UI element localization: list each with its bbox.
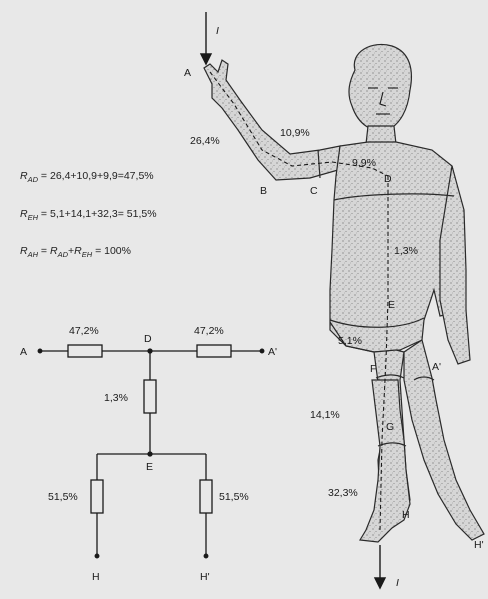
label-node-e: E	[146, 461, 153, 473]
label-node-d: D	[144, 333, 152, 345]
label-point-h-prime: H'	[474, 539, 484, 551]
label-pct-trunk: 1,3%	[394, 245, 418, 257]
neck	[366, 126, 396, 144]
label-point-d: D	[384, 173, 392, 185]
label-node-a: A	[20, 346, 27, 358]
terminal-a-prime	[260, 349, 264, 353]
label-r-right-arm: 47,2%	[194, 325, 224, 337]
label-pct-shoulder: 9,9%	[352, 157, 376, 169]
terminal-h-prime	[204, 554, 208, 558]
label-r-leg-right: 51,5%	[219, 491, 249, 503]
label-point-e: E	[388, 299, 395, 311]
label-current-out: I	[396, 577, 399, 589]
resistor-trunk	[144, 380, 156, 413]
label-pct-shin: 32,3%	[328, 487, 358, 499]
label-pct-upperarm: 10,9%	[280, 127, 310, 139]
label-point-h: H	[402, 509, 410, 521]
resistor-left-arm	[68, 345, 102, 357]
leg-right	[404, 340, 484, 540]
equivalent-circuit	[38, 345, 264, 558]
resistor-leg-right	[200, 480, 212, 513]
label-node-h: H	[92, 571, 100, 583]
label-pct-thigh: 5,1%	[338, 335, 362, 347]
human-figure	[204, 44, 484, 542]
label-point-b: B	[260, 185, 267, 197]
label-r-left-arm: 47,2%	[69, 325, 99, 337]
label-node-h-prime: H'	[200, 571, 210, 583]
label-pct-knee: 14,1%	[310, 409, 340, 421]
label-current-in: I	[216, 25, 219, 37]
label-point-a: A	[184, 67, 191, 79]
label-point-a-prime: A'	[432, 361, 441, 373]
resistor-right-arm	[197, 345, 231, 357]
label-point-c: C	[310, 185, 318, 197]
raised-arm	[204, 60, 340, 180]
label-r-leg-left: 51,5%	[48, 491, 78, 503]
label-node-a-prime: A'	[268, 346, 277, 358]
terminal-a	[38, 349, 42, 353]
head	[349, 44, 411, 130]
label-point-f: F	[370, 363, 376, 375]
arrow-in-head	[201, 54, 211, 64]
label-pct-forearm: 26,4%	[190, 135, 220, 147]
terminal-h	[95, 554, 99, 558]
resistor-leg-left	[91, 480, 103, 513]
label-r-trunk: 1,3%	[104, 392, 128, 404]
label-point-g: G	[386, 421, 394, 433]
arrow-out-head	[375, 578, 385, 588]
